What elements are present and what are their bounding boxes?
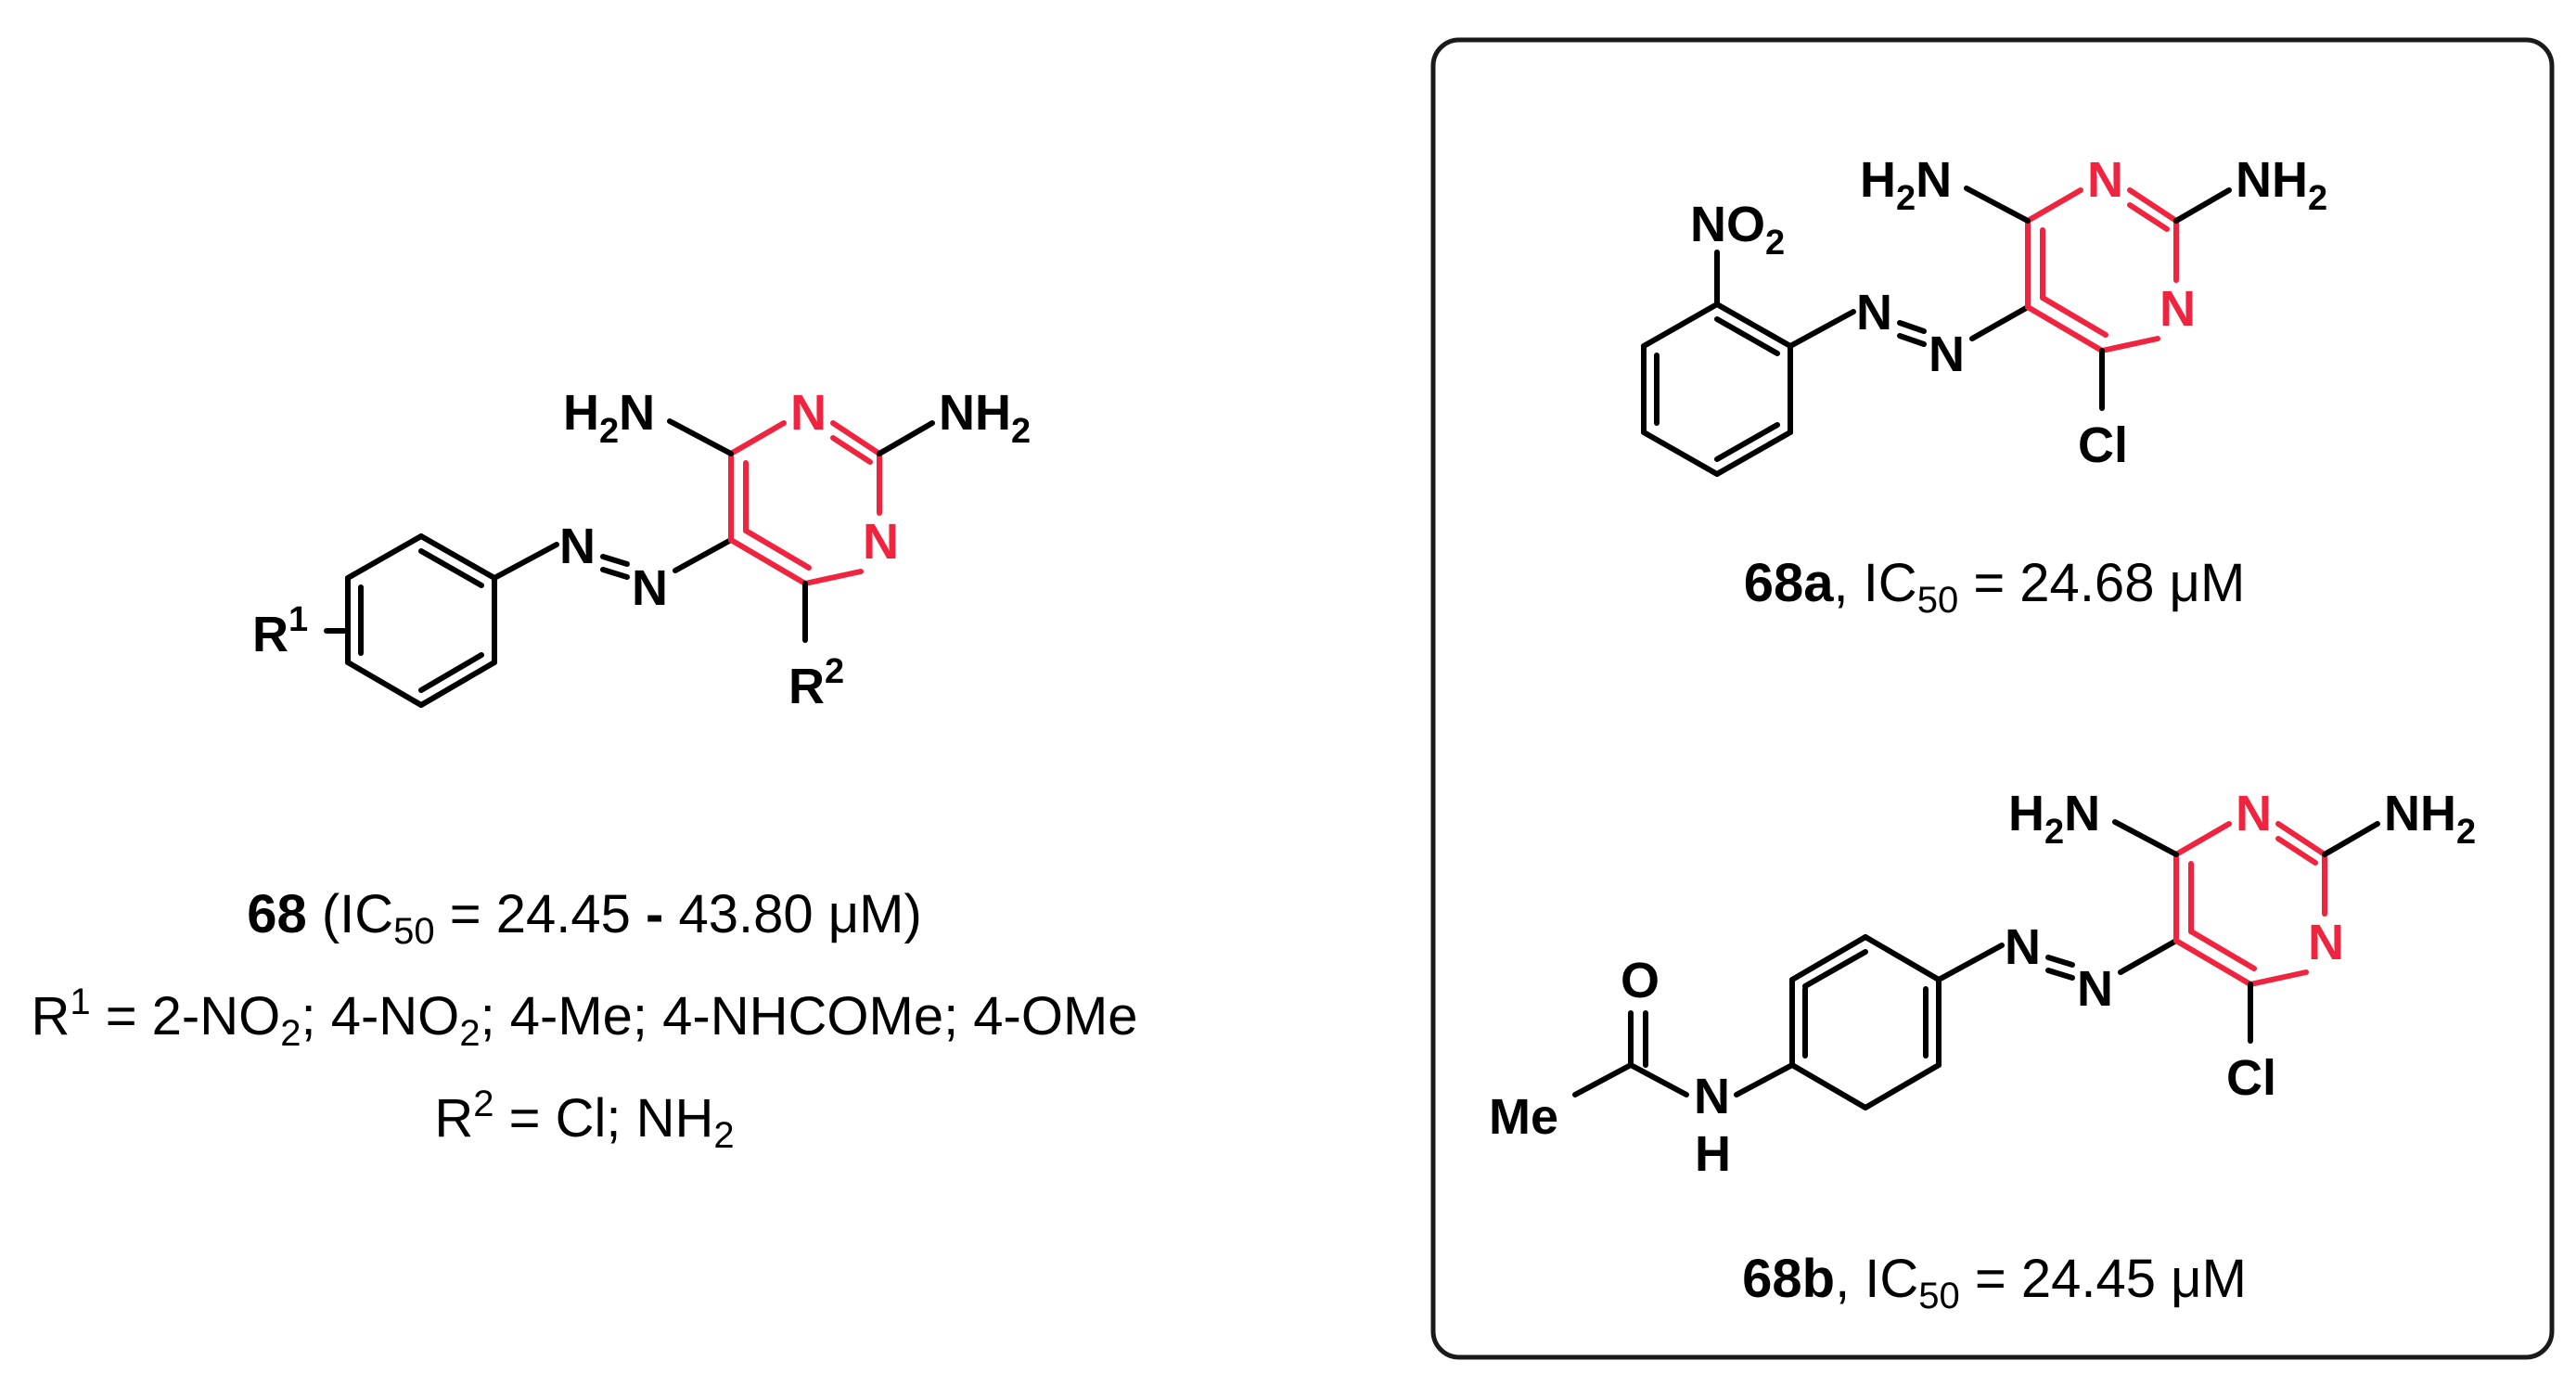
compound-68a-ic-value: = 24.68 μM [1958,553,2245,613]
general-nh2-text: NH [939,385,1011,441]
ic50-range-low: = 24.45 [435,884,646,944]
general-r1-sup: 1 [288,600,308,639]
general-h2n-sub: 2 [599,412,619,451]
general-nh2-label: NH2 [939,385,1031,451]
r1-def-label: R [31,986,70,1046]
general-caption-r1: R1 = 2-NO2; 4-NO2; 4-Me; 4-NHCOMe; 4-OMe [31,982,1137,1054]
compound-68a-azo-n1: N [1856,285,1892,340]
compound-68b-h2n-sub: 2 [2044,813,2064,852]
r1-def-text-b: ; 4-NO [301,986,460,1046]
general-substituent-bonds [667,418,935,643]
r1-def-sup: 1 [70,982,90,1022]
r1-def-sub-b: 2 [459,1013,480,1054]
compound-68b-substituent-bonds [2112,819,2380,1044]
compound-68a-benzene-ring [1641,250,1793,477]
compound-68b-h2n-n: N [2064,786,2100,841]
general-r2-sup: 2 [825,652,844,691]
compound-68a-ring-n-top: N [2087,152,2123,208]
compound-68b-nh-h: H [1695,1126,1731,1182]
ic50-range-sub: 50 [393,911,435,952]
general-azo-n1: N [559,519,596,574]
compound-68b-azo-bonds [1936,938,2179,982]
compound-68b-o-label: O [1621,953,1660,1008]
compound-68a-pyrimidine-ring [2025,187,2179,353]
compound-68a-no2-label: NO2 [1690,197,1785,263]
general-benzene-ring [324,533,497,708]
r2-def-sup: 2 [473,1084,493,1124]
highlight-box [1430,37,2555,1360]
compound-68b-nh2-label: NH2 [2384,786,2476,852]
compound-68b-cl-label: Cl [2226,1050,2276,1106]
compound-68b-ic-value: = 24.45 μM [1960,1249,2247,1309]
compound-68b-ring-n-top: N [2236,786,2272,841]
compound-68a-no2-text: NO [1690,197,1765,252]
compound-68a-ic-prefix: , IC [1833,553,1916,613]
r2-def-label: R [434,1088,473,1149]
general-r1-r: R [252,607,288,662]
compound-68a-substituent-bonds [1964,186,2232,411]
general-h2n-label: H2N [563,385,655,451]
compound-68a-azo-n2: N [1929,327,1965,382]
general-pyrimidine-ring [728,420,882,586]
compound-68a-h2n-h: H [1860,152,1896,208]
compound-68a-nh2-label: NH2 [2236,152,2327,218]
compound-68b-azo-n2: N [2077,961,2113,1017]
compound-68b-nh2-text: NH [2384,786,2456,841]
compound-68b-h2n-label: H2N [2008,786,2100,852]
compound-68b-pyrimidine-ring [2173,821,2327,987]
r2-def-text: = Cl; NH [494,1088,714,1149]
r1-def-text-c: ; 4-Me; 4-NHCOMe; 4-OMe [481,986,1138,1046]
general-azo-bonds [492,537,734,581]
compound-68b-ic-prefix: , IC [1835,1249,1918,1309]
general-azo-n2: N [632,560,668,616]
compound-68b-nh2-sub: 2 [2456,813,2476,852]
compound-68a-h2n-sub: 2 [1896,179,1916,218]
compound-68a-nh2-text: NH [2236,152,2308,208]
compound-68a-ring-n-right: N [2159,281,2196,337]
compound-number-68: 68 [247,884,307,944]
general-r2-label: R2 [788,652,844,714]
general-h2n-h: H [563,385,599,441]
general-h2n-n: N [619,385,655,441]
general-nh2-sub: 2 [1011,412,1031,451]
general-caption-line1: 68 (IC50 = 24.45 - 43.80 μM) [247,884,922,952]
ic50-range-high: 43.80 μM) [663,884,921,944]
compound-68a-nh2-sub: 2 [2308,179,2327,218]
general-caption-r2: R2 = Cl; NH2 [434,1084,734,1156]
compound-68b-label: 68b [1742,1249,1835,1309]
compound-68a-caption: 68a, IC50 = 24.68 μM [1744,553,2246,621]
compound-68b-structure [1572,819,2380,1110]
compound-68b-me-label: Me [1489,1089,1558,1145]
compound-68a-azo-bonds [1788,304,2031,349]
compound-68a-ic-sub: 50 [1917,580,1959,621]
compound-68b-amide-bonds [1572,1010,1795,1097]
compound-68b-benzene-ring [1789,934,1942,1110]
ic50-range-dash: - [646,884,663,944]
compound-68a-h2n-label: H2N [1860,152,1952,218]
r1-def-text-a: = 2-NO [91,986,281,1046]
compound-68b-ic-sub: 50 [1918,1276,1960,1316]
general-r1-label: R1 [252,600,308,662]
compound-68b-h2n-h: H [2008,786,2044,841]
general-structure [324,418,935,708]
r1-def-sub-a: 2 [280,1013,301,1054]
compound-68b-azo-n1: N [2005,919,2041,975]
general-ring-n-top: N [790,385,827,441]
ic50-range-prefix [307,884,322,944]
general-ring-n-right: N [863,514,899,570]
compound-68a-h2n-n: N [1916,152,1952,208]
compound-68a-no2-sub: 2 [1765,224,1785,263]
compound-68b-caption: 68b, IC50 = 24.45 μM [1742,1249,2247,1316]
compound-68a-cl-label: Cl [2078,417,2128,473]
compound-68b-nh-n: N [1694,1069,1730,1124]
r2-def-sub: 2 [713,1115,734,1156]
general-r2-r: R [788,659,825,714]
compound-68b-ring-n-right: N [2308,915,2344,970]
compound-68a-label: 68a [1744,553,1835,613]
ic50-range-open: (IC [322,884,393,944]
compound-68a-structure [1641,186,2232,477]
